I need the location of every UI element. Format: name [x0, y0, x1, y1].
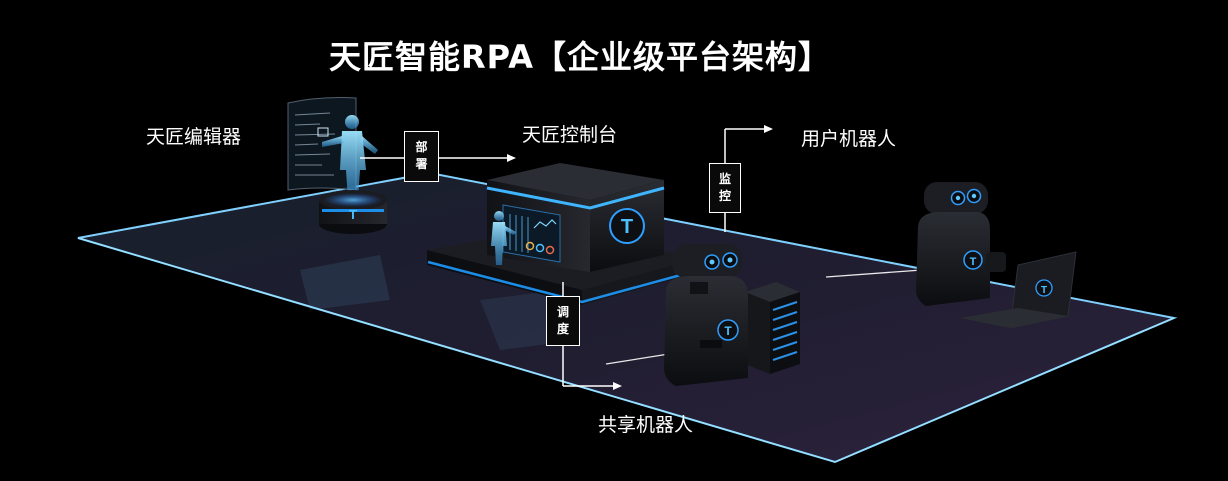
shared-robot-logo: T [724, 324, 732, 338]
edge-monitor-text: 监控 [718, 172, 731, 203]
laptop: T [960, 251, 1077, 329]
node-console-label: 天匠控制台 [522, 124, 618, 146]
arrow-deploy [360, 154, 516, 162]
user-robot-logo: T [970, 256, 977, 268]
console-box: T [486, 163, 665, 272]
edge-deploy-text: 部署 [415, 140, 428, 171]
edge-deploy-label: 部署 [404, 131, 439, 182]
console-hologram-person [491, 211, 516, 265]
page-title: 天匠智能RPA【企业级平台架构】 [329, 38, 831, 76]
editor-pedestal: T [319, 190, 387, 234]
node-editor-label: 天匠编辑器 [146, 126, 242, 148]
shared-robot: T [664, 244, 748, 386]
edge-schedule-text: 调度 [556, 305, 569, 336]
edge-monitor-label: 监控 [709, 163, 741, 213]
editor-logo: T [349, 207, 357, 222]
console-logo: T [621, 216, 633, 238]
arrow-monitor [724, 125, 773, 232]
node-shared-robot-label: 共享机器人 [598, 414, 694, 436]
edge-schedule-label: 调度 [546, 296, 580, 346]
user-robot: T [916, 182, 1006, 306]
laptop-logo: T [1041, 285, 1047, 296]
editor-hologram-person [322, 115, 378, 200]
node-user-robot-label: 用户机器人 [801, 128, 897, 150]
server-rack [745, 282, 800, 374]
arrow-schedule [562, 282, 622, 390]
